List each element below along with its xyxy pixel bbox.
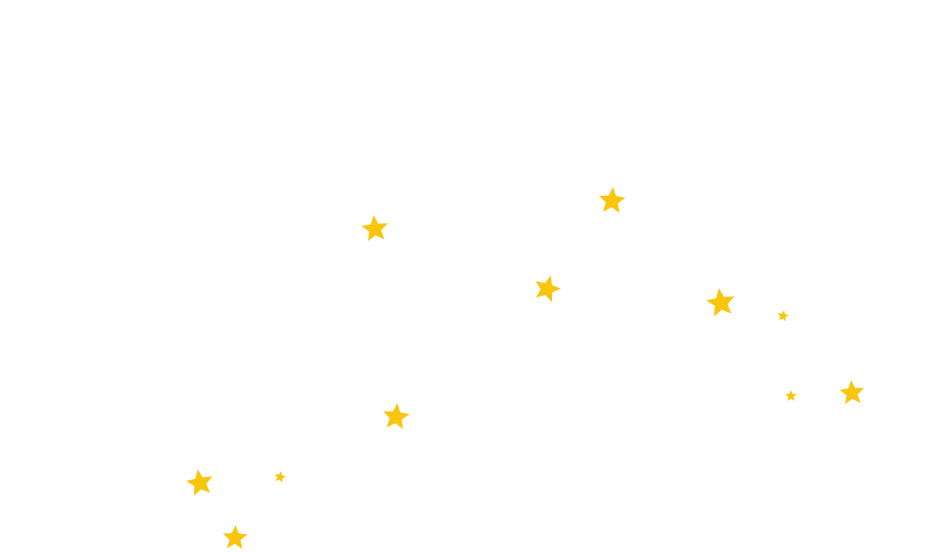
star-icon: [535, 275, 561, 303]
star-icon: [839, 380, 865, 405]
star-icon: [785, 390, 797, 401]
star-icon: [383, 403, 410, 430]
star-icon: [777, 310, 789, 322]
star-icon: [274, 471, 286, 483]
star-icon: [706, 288, 735, 317]
star-group: [186, 187, 865, 549]
star-icon: [186, 469, 213, 496]
star-icon: [361, 215, 388, 242]
star-icon: [222, 525, 248, 549]
star-icon: [599, 187, 626, 213]
